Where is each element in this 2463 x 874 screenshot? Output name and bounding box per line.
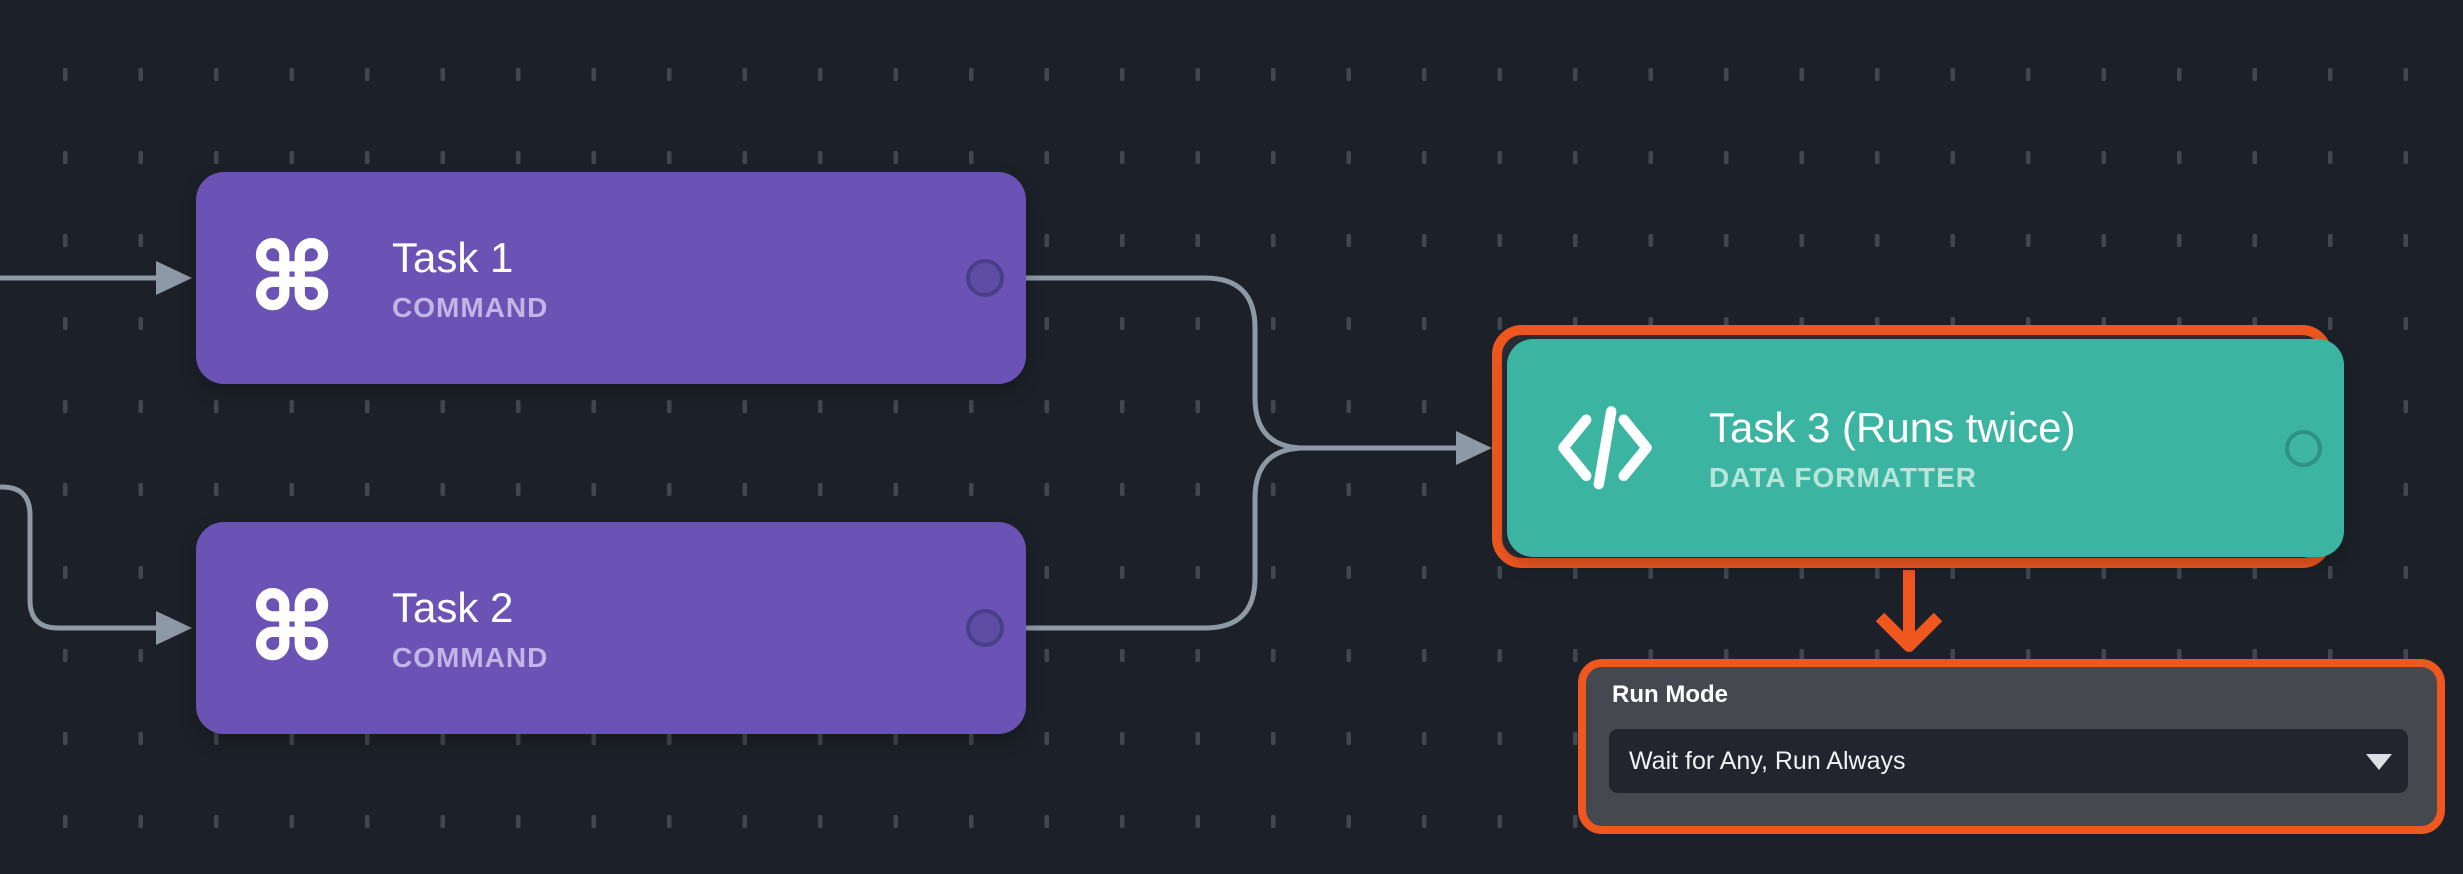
task3-output-port[interactable] [2285, 430, 2322, 467]
node-type-label: COMMAND [392, 641, 549, 673]
node-task3[interactable]: Task 3 (Runs twice) DATA FORMATTER [1507, 339, 2344, 557]
command-icon: ⌘ [248, 224, 336, 331]
arrowhead-into-task2 [156, 611, 192, 645]
wire-task2-to-task3 [1004, 445, 1306, 631]
arrowhead-into-task1 [156, 261, 192, 295]
task1-output-port[interactable] [966, 259, 1004, 297]
run-mode-dropdown[interactable]: Wait for Any, Run Always [1609, 729, 2408, 793]
node-title: Task 2 [392, 583, 514, 631]
run-mode-label: Run Mode [1612, 681, 1728, 708]
chevron-down-icon [2366, 754, 2392, 770]
wire-into-task2 [0, 484, 158, 631]
highlight-arrowhead [1875, 612, 1943, 652]
code-icon [1558, 406, 1652, 490]
node-title: Task 3 (Runs twice) [1709, 403, 2076, 451]
wire-task1-to-task3 [1004, 275, 1460, 451]
node-type-label: DATA FORMATTER [1709, 461, 1978, 493]
command-icon: ⌘ [248, 574, 336, 681]
node-type-label: COMMAND [392, 291, 549, 323]
task2-output-port[interactable] [966, 609, 1004, 647]
node-title: Task 1 [392, 233, 514, 281]
run-mode-dropdown-value: Wait for Any, Run Always [1629, 746, 1906, 775]
node-task2[interactable]: ⌘ Task 2 COMMAND [196, 522, 1026, 734]
arrowhead-into-task3 [1456, 431, 1492, 465]
node-task1[interactable]: ⌘ Task 1 COMMAND [196, 172, 1026, 384]
run-mode-panel: Run Mode Wait for Any, Run Always [1578, 659, 2445, 834]
